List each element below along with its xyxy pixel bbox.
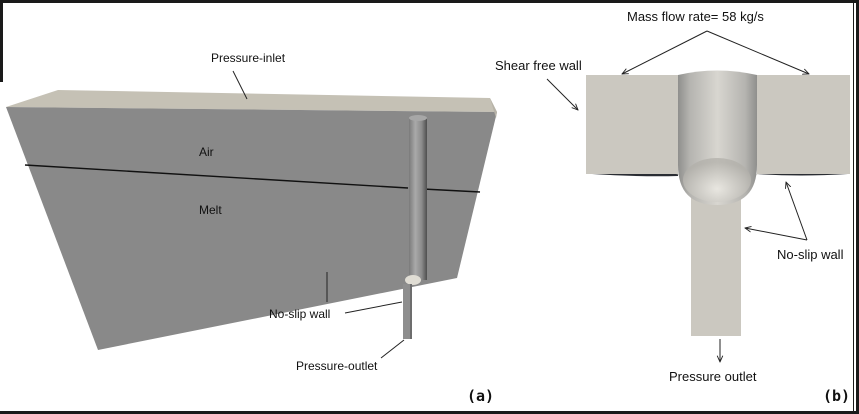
label-no-slip-wall-b: No-slip wall: [777, 247, 844, 262]
arrow-no-slip-stem: [745, 228, 808, 241]
air-melt-interface-right: [422, 188, 481, 193]
left-melt-block: [586, 75, 678, 174]
leader-pressure-inlet: [232, 70, 248, 100]
label-pressure-outlet-a: Pressure-outlet: [296, 359, 378, 373]
arrow-mass-flow-right: [706, 30, 809, 74]
arrow-no-slip-right-block: [786, 182, 808, 241]
nozzle-pipe: [409, 118, 427, 280]
arrow-shear-free-wall: [546, 78, 578, 110]
left-no-slip-sliver: [592, 174, 678, 177]
label-air: Air: [199, 145, 214, 159]
panel-b-label: (b): [823, 387, 850, 405]
arrow-mass-flow-left: [622, 30, 708, 74]
right-melt-block: [757, 75, 850, 174]
domain-side-face: [490, 98, 497, 118]
outlet-tube: [403, 284, 412, 339]
panel-a-label: (a): [467, 387, 494, 405]
domain-top-face: [6, 90, 497, 112]
nozzle-pipe-top: [409, 115, 427, 121]
label-pressure-inlet: Pressure-inlet: [211, 51, 286, 65]
label-melt: Melt: [199, 203, 222, 217]
nozzle-bulb: [405, 275, 421, 285]
panel-a-domain: [6, 90, 497, 350]
label-no-slip-wall-a: No-slip wall: [269, 307, 330, 321]
leader-pressure-outlet: [380, 339, 405, 359]
panel-b-cross-section: [586, 70, 850, 336]
domain-front-face: [6, 107, 497, 350]
frame-panel-divider: [853, 0, 854, 414]
nozzle-tip-highlight: [683, 158, 751, 202]
label-pressure-outlet-b: Pressure outlet: [669, 369, 757, 384]
outlet-stem: [691, 185, 741, 336]
leader-no-slip-wall-horizontal: [344, 301, 403, 314]
label-mass-flow-rate: Mass flow rate= 58 kg/s: [627, 9, 764, 24]
label-shear-free-wall: Shear free wall: [495, 58, 582, 73]
frame-left-edge: [0, 0, 3, 82]
air-melt-interface: [24, 164, 409, 189]
right-no-slip-sliver: [757, 174, 848, 176]
outlet-tube-shade: [410, 284, 412, 339]
